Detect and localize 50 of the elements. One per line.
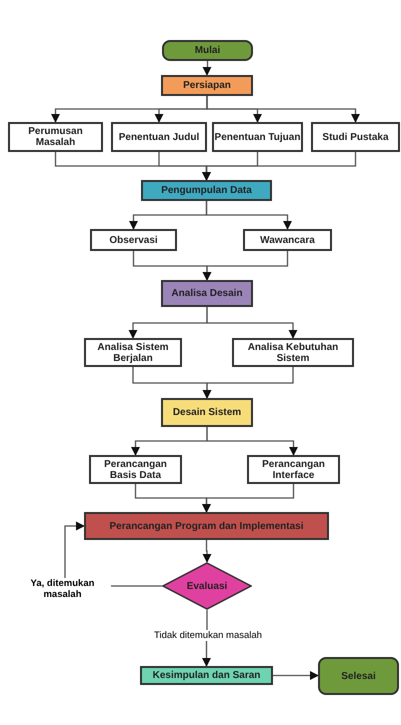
- arrow: [273, 670, 319, 680]
- node-text: Analisa Kebutuhan Sistem: [246, 342, 340, 364]
- node-text: Wawancara: [260, 234, 315, 246]
- edge-label: Tidak ditemukan masalah: [152, 630, 264, 641]
- process-box: [161, 75, 253, 96]
- process-box: [8, 122, 103, 152]
- process-box: [84, 338, 182, 367]
- process-box: [247, 455, 340, 484]
- arrow: [202, 152, 356, 181]
- node-text: Kesimpulan dan Saran: [152, 670, 260, 681]
- node-text: Selesai: [341, 670, 376, 682]
- node-text: Persiapan: [183, 80, 231, 91]
- node-text: Mulai: [194, 45, 220, 56]
- node-text: Perumusan Masalah: [27, 126, 84, 148]
- decision-diamond: [162, 562, 252, 610]
- node-text: Perancangan Interface: [261, 458, 326, 480]
- process-box: [311, 122, 400, 152]
- process-box: [232, 338, 354, 367]
- arrow: [202, 540, 212, 563]
- process-box: [90, 229, 177, 251]
- node-text: Analisa Desain: [171, 288, 243, 299]
- arrow: [202, 367, 294, 399]
- process-box: [89, 455, 182, 484]
- process-box: [161, 280, 253, 307]
- node-text: Analisa Sistem Berjalan: [96, 342, 170, 364]
- process-box: [243, 229, 332, 251]
- process-box: [140, 666, 273, 685]
- arrow: [206, 96, 360, 123]
- node-text: Perancangan Program dan Implementasi: [110, 520, 304, 532]
- node-text: Observasi: [109, 234, 158, 246]
- process-box: [141, 180, 272, 201]
- node-text: Evaluasi: [186, 580, 228, 592]
- arrow: [206, 307, 298, 339]
- node-text: Perancangan Basis Data: [103, 458, 168, 480]
- arrow: [202, 61, 212, 76]
- terminal-shape: [318, 657, 399, 695]
- process-box: [212, 122, 303, 152]
- node-text: Studi Pustaka: [322, 132, 389, 142]
- arrow: [206, 201, 292, 230]
- process-box: [84, 512, 329, 540]
- process-box: [161, 398, 253, 427]
- arrow: [202, 251, 288, 281]
- node-text: Desain Sistem: [172, 407, 242, 418]
- arrow: [206, 427, 298, 456]
- arrow: [202, 484, 294, 513]
- terminal-shape: [162, 40, 253, 61]
- node-text: Pengumpulan Data: [161, 185, 252, 196]
- process-box: [111, 122, 207, 152]
- node-text: Penentuan Tujuan: [214, 132, 300, 142]
- node-text: Penentuan Judul: [118, 132, 200, 142]
